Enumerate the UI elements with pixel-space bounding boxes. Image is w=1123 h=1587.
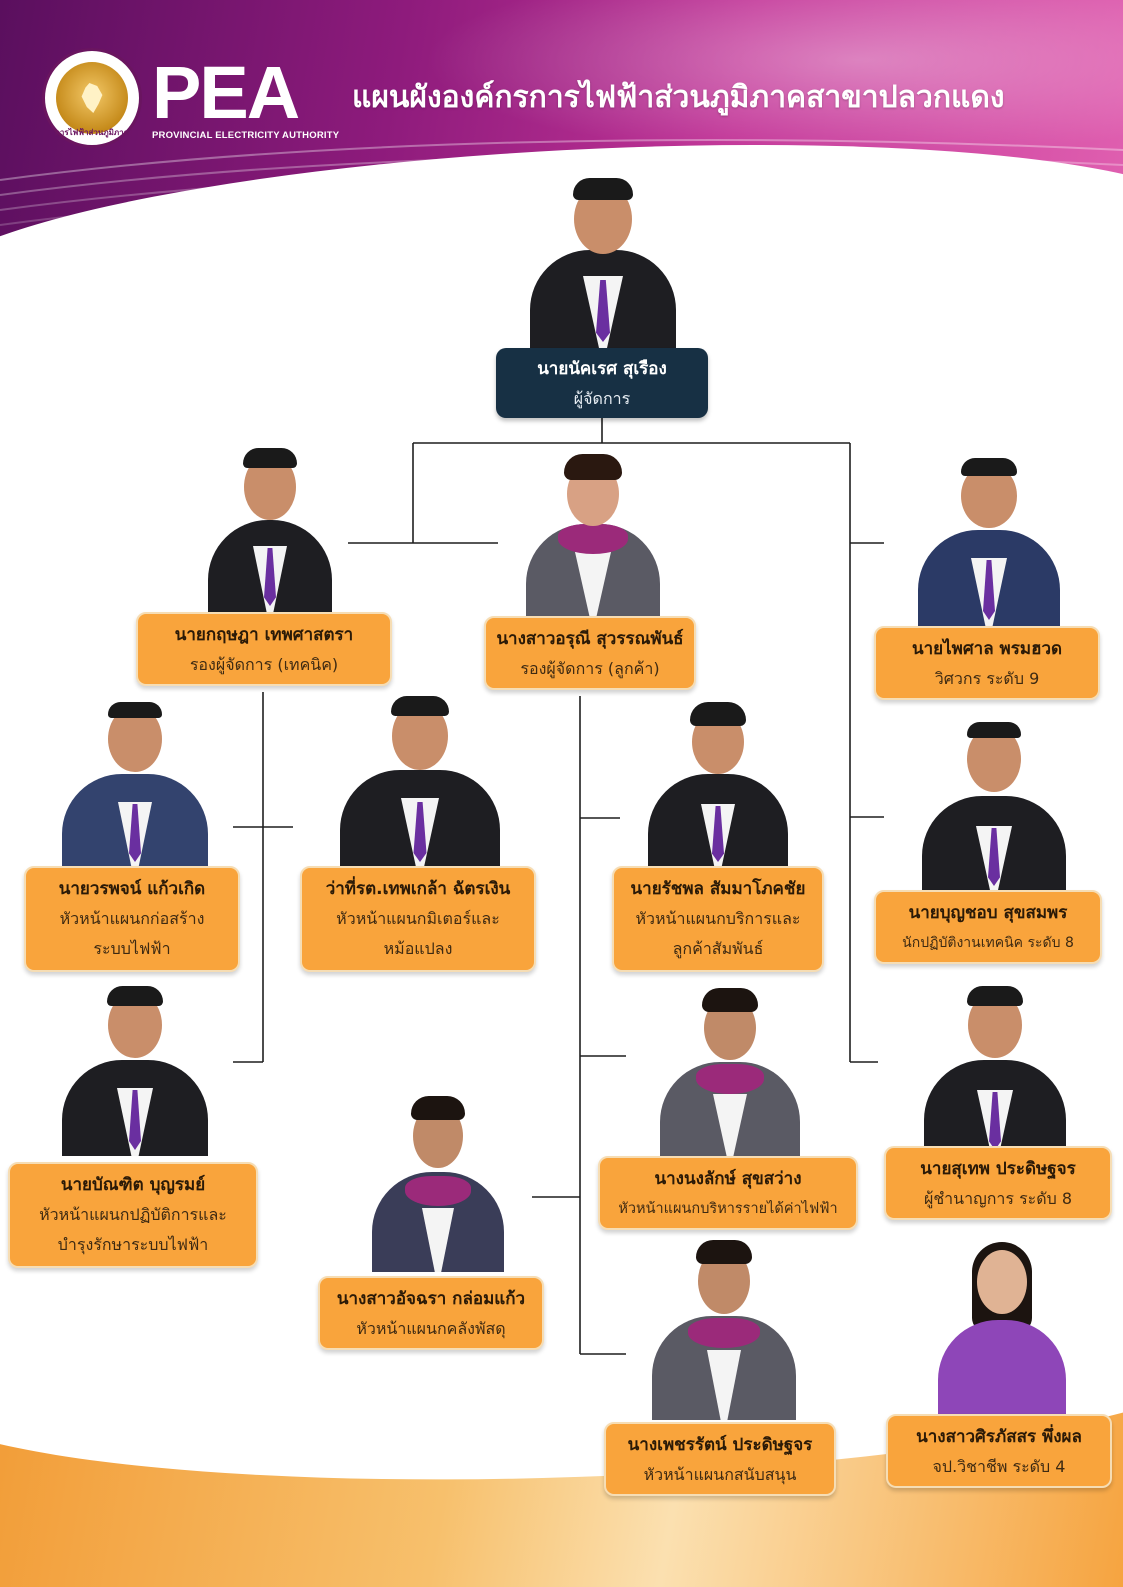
deputy-customer-position: รองผู้จัดการ (ลูกค้า) xyxy=(520,659,660,678)
construction-head-name: นายวรพจน์ แก้วเกิด xyxy=(58,879,206,899)
deputy-technical-photo xyxy=(208,448,332,612)
manager-card: นายนัคเรศ สุเรือง ผู้จัดการ xyxy=(496,348,708,418)
pea-seal-logo: การไฟฟ้าส่วนภูมิภาค xyxy=(42,48,142,148)
deputy-customer-photo xyxy=(526,452,660,616)
vocational-4-photo xyxy=(938,1238,1066,1420)
service-head-position-line1: หัวหน้าแผนกบริการและ xyxy=(635,909,801,928)
header-banner xyxy=(0,0,1123,250)
revenue-head-name: นางนงลักษ์ สุขสว่าง xyxy=(654,1169,802,1189)
construction-head-card: นายวรพจน์ แก้วเกิด หัวหน้าแผนกก่อสร้าง ร… xyxy=(24,866,240,972)
support-head-name: นางเพชรรัตน์ ประดิษฐจร xyxy=(627,1435,813,1455)
engineer-9-photo xyxy=(918,458,1060,626)
technician-8-position: นักปฏิบัติงานเทคนิค ระดับ 8 xyxy=(902,935,1074,951)
revenue-head-card: นางนงลักษ์ สุขสว่าง หัวหน้าแผนกบริหารราย… xyxy=(598,1156,858,1230)
support-head-position: หัวหน้าแผนกสนับสนุน xyxy=(643,1465,797,1484)
operation-head-card: นายบัณฑิต บุญรมย์ หัวหน้าแผนกปฏิบัติการแ… xyxy=(8,1162,258,1268)
engineer-9-position: วิศวกร ระดับ 9 xyxy=(934,669,1040,688)
construction-head-photo xyxy=(62,702,208,868)
vocational-4-name: นางสาวศิรภัสสร พึ่งผล xyxy=(916,1427,1082,1447)
service-head-name: นายรัชพล สัมมาโภคชัย xyxy=(630,879,806,899)
vocational-4-position: จป.วิชาชีพ ระดับ 4 xyxy=(932,1457,1066,1476)
brand-name: PEA xyxy=(152,51,300,134)
deputy-technical-card: นายกฤษฎา เทพศาสตรา รองผู้จัดการ (เทคนิค) xyxy=(136,612,392,686)
vocational-4-card: นางสาวศิรภัสสร พึ่งผล จป.วิชาชีพ ระดับ 4 xyxy=(886,1414,1112,1488)
manager-position: ผู้จัดการ xyxy=(573,389,631,408)
manager-photo xyxy=(530,176,676,348)
engineer-9-card: นายไพศาล พรมฮวด วิศวกร ระดับ 9 xyxy=(874,626,1100,700)
meter-head-name: ว่าที่รต.เทพเกล้า ฉัตรเงิน xyxy=(325,879,511,899)
warehouse-head-name: นางสาวอัจฉรา กล่อมแก้ว xyxy=(336,1289,526,1309)
meter-head-position-line2: หม้อแปลง xyxy=(383,939,453,958)
support-head-card: นางเพชรรัตน์ ประดิษฐจร หัวหน้าแผนกสนับสน… xyxy=(604,1422,836,1496)
expert-8-position: ผู้ชำนาญการ ระดับ 8 xyxy=(923,1189,1073,1208)
technician-8-name: นายบุญชอบ สุขสมพร xyxy=(908,903,1068,923)
construction-head-position-line2: ระบบไฟฟ้า xyxy=(93,939,171,958)
meter-head-card: ว่าที่รต.เทพเกล้า ฉัตรเงิน หัวหน้าแผนกมิ… xyxy=(300,866,536,972)
revenue-head-position: หัวหน้าแผนกบริหารรายได้ค่าไฟฟ้า xyxy=(618,1201,838,1217)
operation-head-position-line1: หัวหน้าแผนกปฏิบัติการและ xyxy=(39,1205,227,1224)
service-head-card: นายรัชพล สัมมาโภคชัย หัวหน้าแผนกบริการแล… xyxy=(612,866,824,972)
engineer-9-name: นายไพศาล พรมฮวด xyxy=(911,639,1063,659)
brand-subtitle: PROVINCIAL ELECTRICITY AUTHORITY xyxy=(152,130,340,141)
construction-head-position-line1: หัวหน้าแผนกก่อสร้าง xyxy=(59,909,205,928)
warehouse-head-position: หัวหน้าแผนกคลังพัสดุ xyxy=(356,1319,506,1338)
warehouse-head-photo xyxy=(372,1094,504,1272)
revenue-head-photo xyxy=(660,988,800,1156)
expert-8-name: นายสุเทพ ประดิษฐจร xyxy=(920,1159,1076,1179)
expert-8-card: นายสุเทพ ประดิษฐจร ผู้ชำนาญการ ระดับ 8 xyxy=(884,1146,1112,1220)
page-title: แผนผังองค์กรการไฟฟ้าส่วนภูมิภาคสาขาปลวกแ… xyxy=(352,80,1005,115)
support-head-photo xyxy=(652,1238,796,1420)
deputy-customer-name: นางสาวอรุณี สุวรรณพันธ์ xyxy=(496,629,684,649)
technician-8-card: นายบุญชอบ สุขสมพร นักปฏิบัติงานเทคนิค ระ… xyxy=(874,890,1102,964)
meter-head-position-line1: หัวหน้าแผนกมิเตอร์และ xyxy=(336,909,500,928)
operation-head-name: นายบัณฑิต บุญรมย์ xyxy=(60,1175,206,1195)
service-head-position-line2: ลูกค้าสัมพันธ์ xyxy=(672,939,764,958)
operation-head-photo xyxy=(62,986,208,1156)
manager-name: นายนัคเรศ สุเรือง xyxy=(537,359,667,379)
meter-head-photo xyxy=(340,696,500,868)
operation-head-position-line2: บำรุงรักษาระบบไฟฟ้า xyxy=(57,1235,209,1254)
deputy-technical-position: รองผู้จัดการ (เทคนิค) xyxy=(189,655,339,674)
expert-8-photo xyxy=(924,986,1066,1156)
technician-8-photo xyxy=(922,722,1066,892)
seal-text: การไฟฟ้าส่วนภูมิภาค xyxy=(55,128,129,137)
thailand-map-icon xyxy=(56,62,128,134)
deputy-customer-card: นางสาวอรุณี สุวรรณพันธ์ รองผู้จัดการ (ลู… xyxy=(484,616,696,690)
warehouse-head-card: นางสาวอัจฉรา กล่อมแก้ว หัวหน้าแผนกคลังพั… xyxy=(318,1276,544,1350)
brand: PEA PROVINCIAL ELECTRICITY AUTHORITY xyxy=(152,51,340,142)
service-head-photo xyxy=(648,702,788,868)
deputy-technical-name: นายกฤษฎา เทพศาสตรา xyxy=(174,625,354,645)
